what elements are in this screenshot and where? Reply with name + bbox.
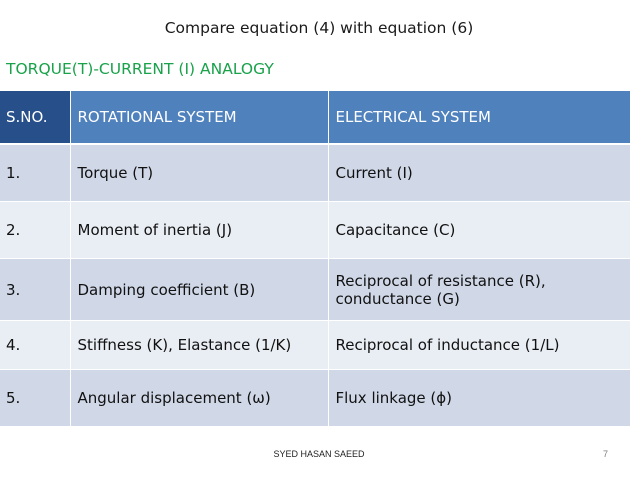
cell-sno: 4.: [0, 320, 71, 370]
table-row: 4. Stiffness (K), Elastance (1/K) Recipr…: [0, 320, 631, 370]
analogy-table: S.NO. ROTATIONAL SYSTEM ELECTRICAL SYSTE…: [0, 91, 631, 427]
header-electrical-system: ELECTRICAL SYSTEM: [328, 91, 631, 145]
cell-sno: 5.: [0, 369, 71, 427]
table-row: 1. Torque (T) Current (I): [0, 144, 631, 202]
cell-electrical: Reciprocal of inductance (1/L): [328, 320, 631, 370]
table-row: 2. Moment of inertia (J) Capacitance (C): [0, 201, 631, 259]
page-number: 7: [602, 449, 608, 459]
cell-electrical: Flux linkage (ϕ): [328, 369, 631, 427]
cell-rotational: Damping coefficient (B): [70, 258, 329, 321]
cell-electrical: Reciprocal of resistance (R), conductanc…: [328, 258, 631, 321]
analogy-title: TORQUE(T)-CURRENT (I) ANALOGY: [6, 60, 274, 78]
header-rotational-system: ROTATIONAL SYSTEM: [70, 91, 329, 145]
cell-electrical: Current (I): [328, 144, 631, 202]
cell-rotational: Torque (T): [70, 144, 329, 202]
cell-sno: 1.: [0, 144, 71, 202]
cell-sno: 2.: [0, 201, 71, 259]
table-header-row: S.NO. ROTATIONAL SYSTEM ELECTRICAL SYSTE…: [0, 91, 631, 145]
cell-rotational: Moment of inertia (J): [70, 201, 329, 259]
table-row: 5. Angular displacement (ω) Flux linkage…: [0, 369, 631, 427]
header-sno: S.NO.: [0, 91, 71, 145]
cell-rotational: Stiffness (K), Elastance (1/K): [70, 320, 329, 370]
footer-author: SYED HASAN SAEED: [273, 449, 365, 459]
cell-electrical: Capacitance (C): [328, 201, 631, 259]
slide-heading: Compare equation (4) with equation (6): [164, 19, 474, 37]
cell-rotational: Angular displacement (ω): [70, 369, 329, 427]
cell-sno: 3.: [0, 258, 71, 321]
table-row: 3. Damping coefficient (B) Reciprocal of…: [0, 258, 631, 321]
